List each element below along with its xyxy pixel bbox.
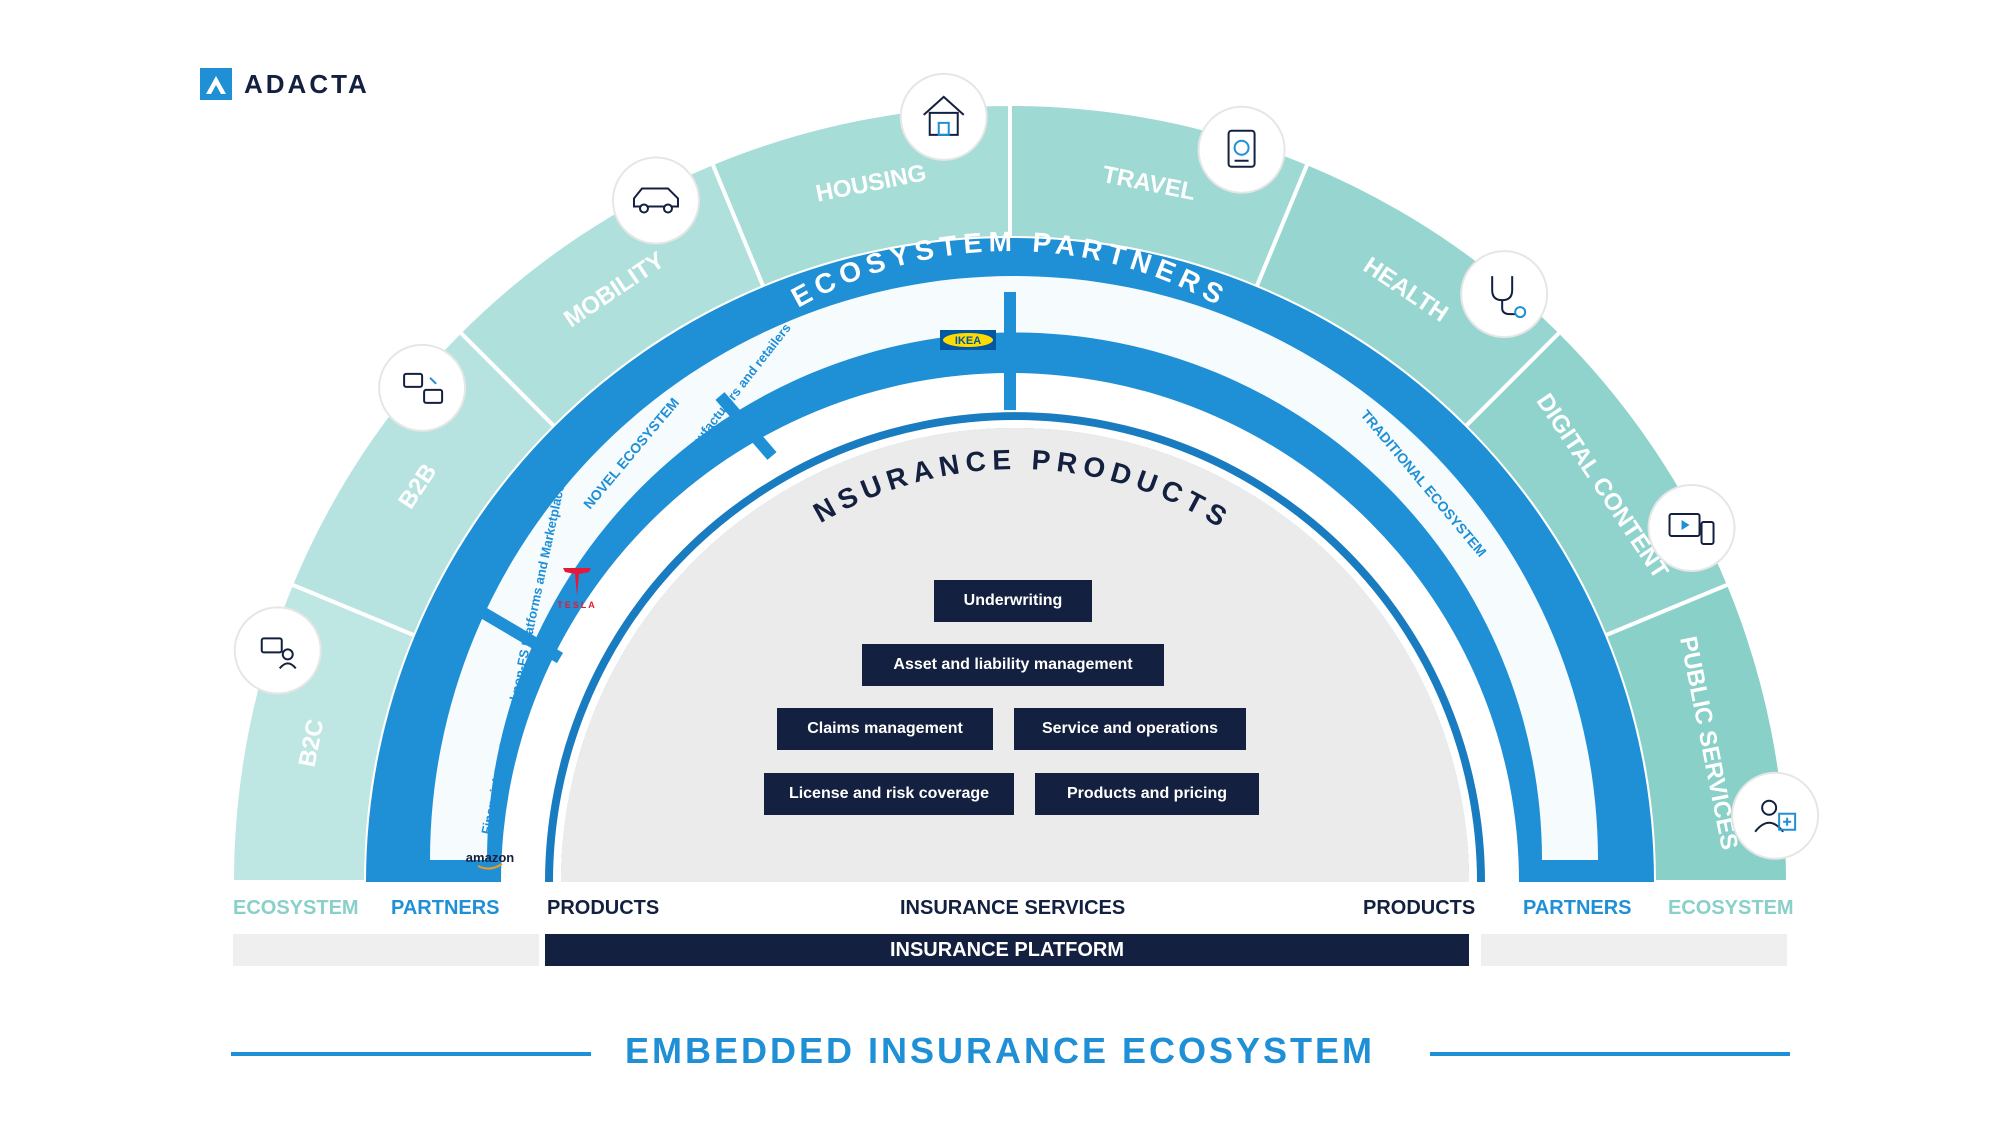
insurance-platform-bar: INSURANCE PLATFORM [545,934,1469,966]
partner-divider [461,596,564,664]
b2c-icon [233,606,322,695]
public-services-icon [1731,771,1820,860]
partners-left-label: PARTNERS [391,897,500,919]
claims-box: Claims management [777,708,993,750]
passport-icon [1197,105,1286,194]
service-operations-box: Service and operations [1014,708,1246,750]
page-title: EMBEDDED INSURANCE ECOSYSTEM [624,1030,1376,1071]
ikea-logo: IKEA [940,330,996,350]
products-right-label: PRODUCTS [1363,897,1476,919]
amazon-logo: amazon [466,850,514,870]
adacta-logo-mark [200,68,232,100]
ecosystem-right-label: ECOSYSTEM [1668,897,1794,919]
video-device-icon [1647,483,1736,572]
adacta-logo: ADACTA [200,68,370,100]
b2b-icon [378,343,467,432]
license-coverage-box: License and risk coverage [764,773,1014,815]
svg-text:TESLA: TESLA [557,600,597,610]
partners-right-label: PARTNERS [1523,897,1632,919]
stethoscope-icon [1460,250,1549,339]
title-line-right [1430,1052,1790,1056]
ecosystem-left-label: ECOSYSTEM [233,897,359,919]
asset-liability-box: Asset and liability management [862,644,1164,686]
sector-icons [233,72,1820,860]
svg-text:amazon: amazon [466,850,514,865]
underwriting-box: Underwriting [934,580,1092,622]
svg-text:IKEA: IKEA [955,335,981,347]
products-pricing-box: Products and pricing [1035,773,1259,815]
right-grey-bar [1481,934,1787,966]
partner-divider [715,392,777,460]
logo-text: ADACTA [244,68,370,99]
title-line-left [231,1052,591,1056]
left-grey-bar [233,934,539,966]
house-icon [899,72,988,161]
tesla-logo: TESLA [557,568,597,610]
insurance-services-label: INSURANCE SERVICES [900,897,1126,919]
products-left-label: PRODUCTS [547,897,660,919]
car-icon [611,156,700,245]
